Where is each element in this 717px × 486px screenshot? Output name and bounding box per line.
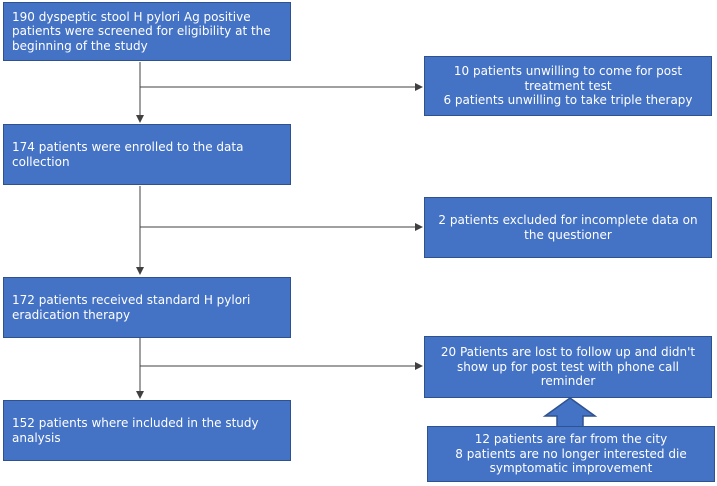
exclusion-unwilling-line-2: 6 patients unwilling to take triple ther… — [443, 93, 693, 108]
reasons-box: 12 patients are far from the city 8 pati… — [427, 426, 715, 482]
step-screened-text: 190 dyspeptic stool H pylori Ag positive… — [12, 9, 271, 53]
exclusion-unwilling-line-1: 10 patients unwilling to come for post t… — [453, 64, 683, 93]
exclusion-box-unwilling: 10 patients unwilling to come for post t… — [424, 56, 712, 116]
step-enrolled-text: 174 patients were enrolled to the data c… — [12, 140, 244, 169]
step-analysis-text: 152 patients where included in the study… — [12, 416, 259, 445]
exclusion-lost-followup-line-1: 20 Patients are lost to follow up and di… — [440, 345, 696, 389]
block-up-arrow — [542, 397, 598, 428]
step-screened-box: 190 dyspeptic stool H pylori Ag positive… — [3, 2, 291, 61]
reasons-line-2: 8 patients are no longer interested die … — [455, 446, 687, 476]
step-analysis-box: 152 patients where included in the study… — [3, 400, 291, 461]
step-treated-text: 172 patients received standard H pylori … — [12, 293, 251, 322]
step-enrolled-box: 174 patients were enrolled to the data c… — [3, 124, 291, 185]
exclusion-incomplete-line-1: 2 patients excluded for incomplete data … — [438, 213, 698, 242]
step-treated-box: 172 patients received standard H pylori … — [3, 277, 291, 338]
exclusion-box-incomplete: 2 patients excluded for incomplete data … — [424, 197, 712, 258]
reasons-line-1: 12 patients are far from the city — [474, 432, 668, 447]
exclusion-box-lost-followup: 20 Patients are lost to follow up and di… — [424, 336, 712, 398]
